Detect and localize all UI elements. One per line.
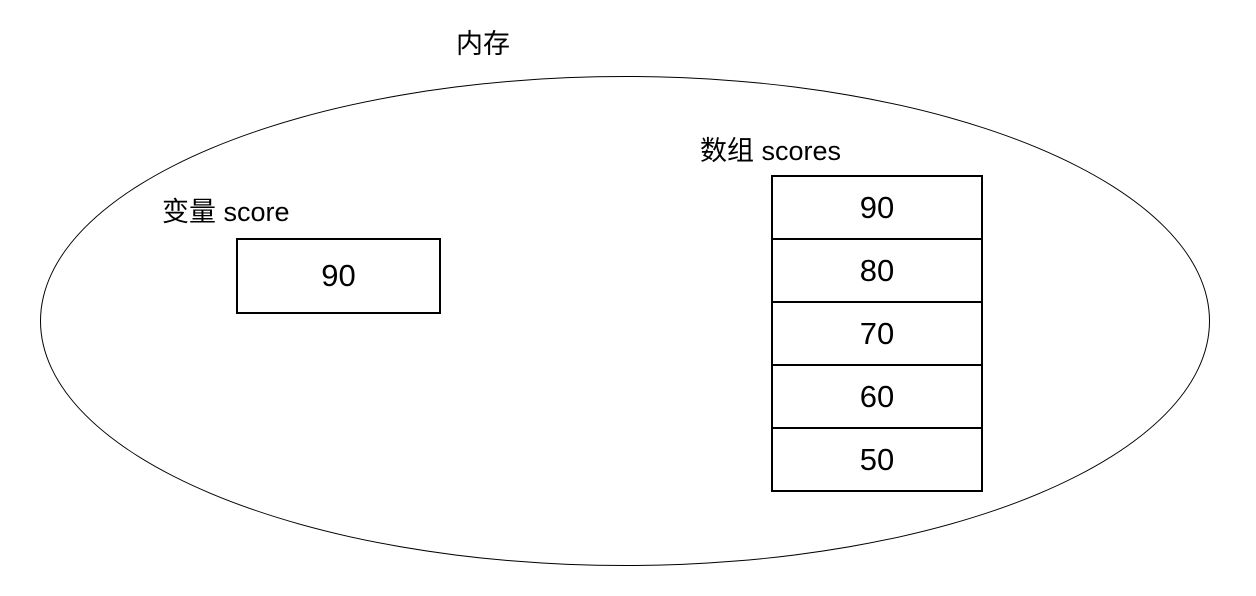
- array-cell: 60: [771, 364, 983, 429]
- variable-label: 变量 score: [162, 197, 290, 227]
- array-cell-value: 60: [859, 378, 895, 414]
- array-cell-value: 80: [859, 252, 895, 288]
- variable-box: 90: [236, 238, 441, 314]
- array-cell: 50: [771, 427, 983, 492]
- array-cell-value: 70: [859, 315, 895, 351]
- variable-value: 90: [321, 258, 356, 293]
- array-cell: 70: [771, 301, 983, 366]
- array-cell: 80: [771, 238, 983, 303]
- diagram-title: 内存: [456, 29, 510, 59]
- memory-ellipse: [40, 76, 1210, 566]
- array-label: 数组 scores: [700, 136, 842, 166]
- array-cell: 90: [771, 175, 983, 240]
- array-cell-value: 90: [859, 189, 895, 225]
- array-cell-value: 50: [859, 441, 895, 477]
- array-box: 90 80 70 60 50: [771, 175, 983, 492]
